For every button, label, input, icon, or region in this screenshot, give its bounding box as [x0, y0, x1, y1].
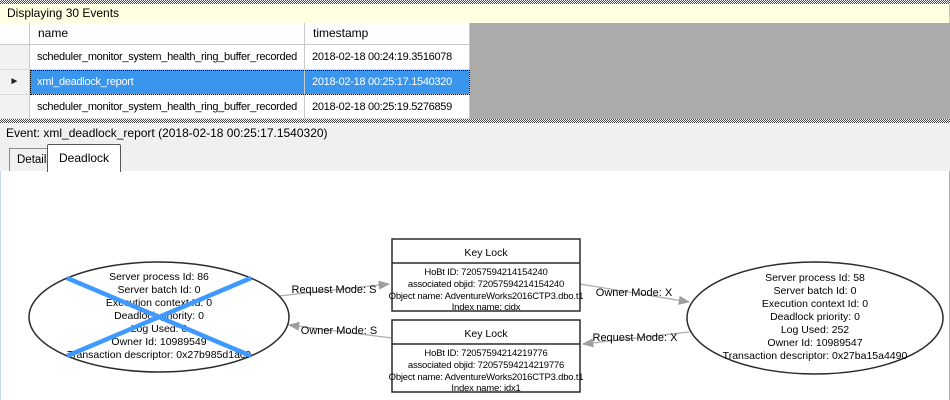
deadlock-graph: Server process Id: 86 Server batch Id: 0…: [28, 238, 944, 394]
pane-splitter[interactable]: [0, 119, 950, 123]
row-selector-cell[interactable]: [0, 95, 30, 119]
cell-name[interactable]: scheduler_monitor_system_health_ring_buf…: [30, 95, 305, 119]
process-attribute: Owner Id: 10989547: [767, 337, 862, 349]
top-splitter[interactable]: [0, 0, 950, 4]
table-row[interactable]: scheduler_monitor_system_health_ring_buf…: [0, 45, 470, 70]
process-attribute: Log Used: 252: [781, 324, 849, 336]
lock-title: Key Lock: [464, 328, 508, 340]
deadlock-graph-pane: Server process Id: 86 Server batch Id: 0…: [0, 171, 950, 400]
lock-attribute: Index name: cidx: [452, 302, 521, 313]
event-count-text: Displaying 30 Events: [7, 6, 120, 20]
process-attribute: Owner Id: 10989549: [111, 336, 206, 348]
process-node[interactable]: [686, 261, 944, 375]
lock-attribute: HoBt ID: 72057594214154240: [424, 267, 547, 278]
tab-deadlock[interactable]: Deadlock: [47, 144, 122, 172]
victim-x-icon: [66, 275, 252, 359]
lock-attribute: Object name: AdventureWorks2016CTP3.dbo.…: [389, 372, 584, 383]
table-row-selected[interactable]: ► xml_deadlock_report 2018-02-18 00:25:1…: [0, 70, 470, 95]
process-attribute: Server batch Id: 0: [118, 284, 201, 296]
row-selector-arrow-icon[interactable]: ►: [0, 70, 30, 95]
grid-corner-cell[interactable]: [0, 23, 30, 45]
edge-label-owner-s: Owner Mode: S: [301, 325, 377, 337]
process-attribute: Deadlock priority: 0: [770, 311, 860, 323]
lock-node-idx1[interactable]: [391, 319, 581, 393]
lock-title: Key Lock: [464, 247, 508, 259]
column-header-timestamp[interactable]: timestamp: [305, 23, 470, 45]
cell-timestamp[interactable]: 2018-02-18 00:25:19.5276859: [305, 95, 470, 119]
edge-label-request-x: Request Mode: X: [593, 332, 679, 344]
process-attribute: Execution context Id: 0: [762, 298, 868, 310]
selected-event-text: Event: xml_deadlock_report (2018-02-18 0…: [6, 126, 328, 140]
table-row[interactable]: scheduler_monitor_system_health_ring_buf…: [0, 95, 470, 119]
selected-event-bar: Event: xml_deadlock_report (2018-02-18 0…: [0, 123, 950, 143]
process-attribute: Server batch Id: 0: [774, 285, 857, 297]
lock-attribute: Object name: AdventureWorks2016CTP3.dbo.…: [389, 291, 584, 302]
process-attribute: Server process Id: 58: [765, 272, 865, 284]
lock-attribute: associated objid: 72057594214154240: [408, 279, 564, 290]
cell-timestamp[interactable]: 2018-02-18 00:24:19.3516078: [305, 45, 470, 70]
lock-attribute: associated objid: 72057594214219776: [408, 360, 564, 371]
process-attribute: Transaction descriptor: 0x27b985d1ac0: [67, 349, 251, 361]
process-attribute: Transaction descriptor: 0x27ba15a4490: [723, 350, 908, 362]
lock-attribute: Index name: idx1: [451, 383, 520, 394]
process-attribute: Log Used: 0: [131, 323, 188, 335]
edge-owner-x: [579, 283, 691, 305]
edge-owner-s: [287, 321, 393, 339]
process-attribute: Server process Id: 86: [109, 271, 209, 283]
cell-name[interactable]: xml_deadlock_report: [30, 70, 305, 95]
events-grid: name timestamp scheduler_monitor_system_…: [0, 23, 950, 119]
edge-request-x: [581, 331, 690, 348]
cell-timestamp[interactable]: 2018-02-18 00:25:17.1540320: [305, 70, 470, 95]
grid-header-row: name timestamp: [0, 23, 470, 45]
edge-label-owner-x: Owner Mode: X: [596, 287, 673, 299]
lock-attribute: HoBt ID: 72057594214219776: [424, 348, 547, 359]
edge-label-request-s: Request Mode: S: [292, 284, 377, 296]
cell-name[interactable]: scheduler_monitor_system_health_ring_buf…: [30, 45, 305, 70]
row-selector-cell[interactable]: [0, 45, 30, 70]
lock-node-cidx[interactable]: [391, 238, 581, 312]
event-count-bar: Displaying 30 Events: [0, 4, 950, 23]
edge-request-s: [278, 280, 391, 297]
tab-strip: Details Deadlock: [0, 143, 950, 172]
column-header-name[interactable]: name: [30, 23, 305, 45]
